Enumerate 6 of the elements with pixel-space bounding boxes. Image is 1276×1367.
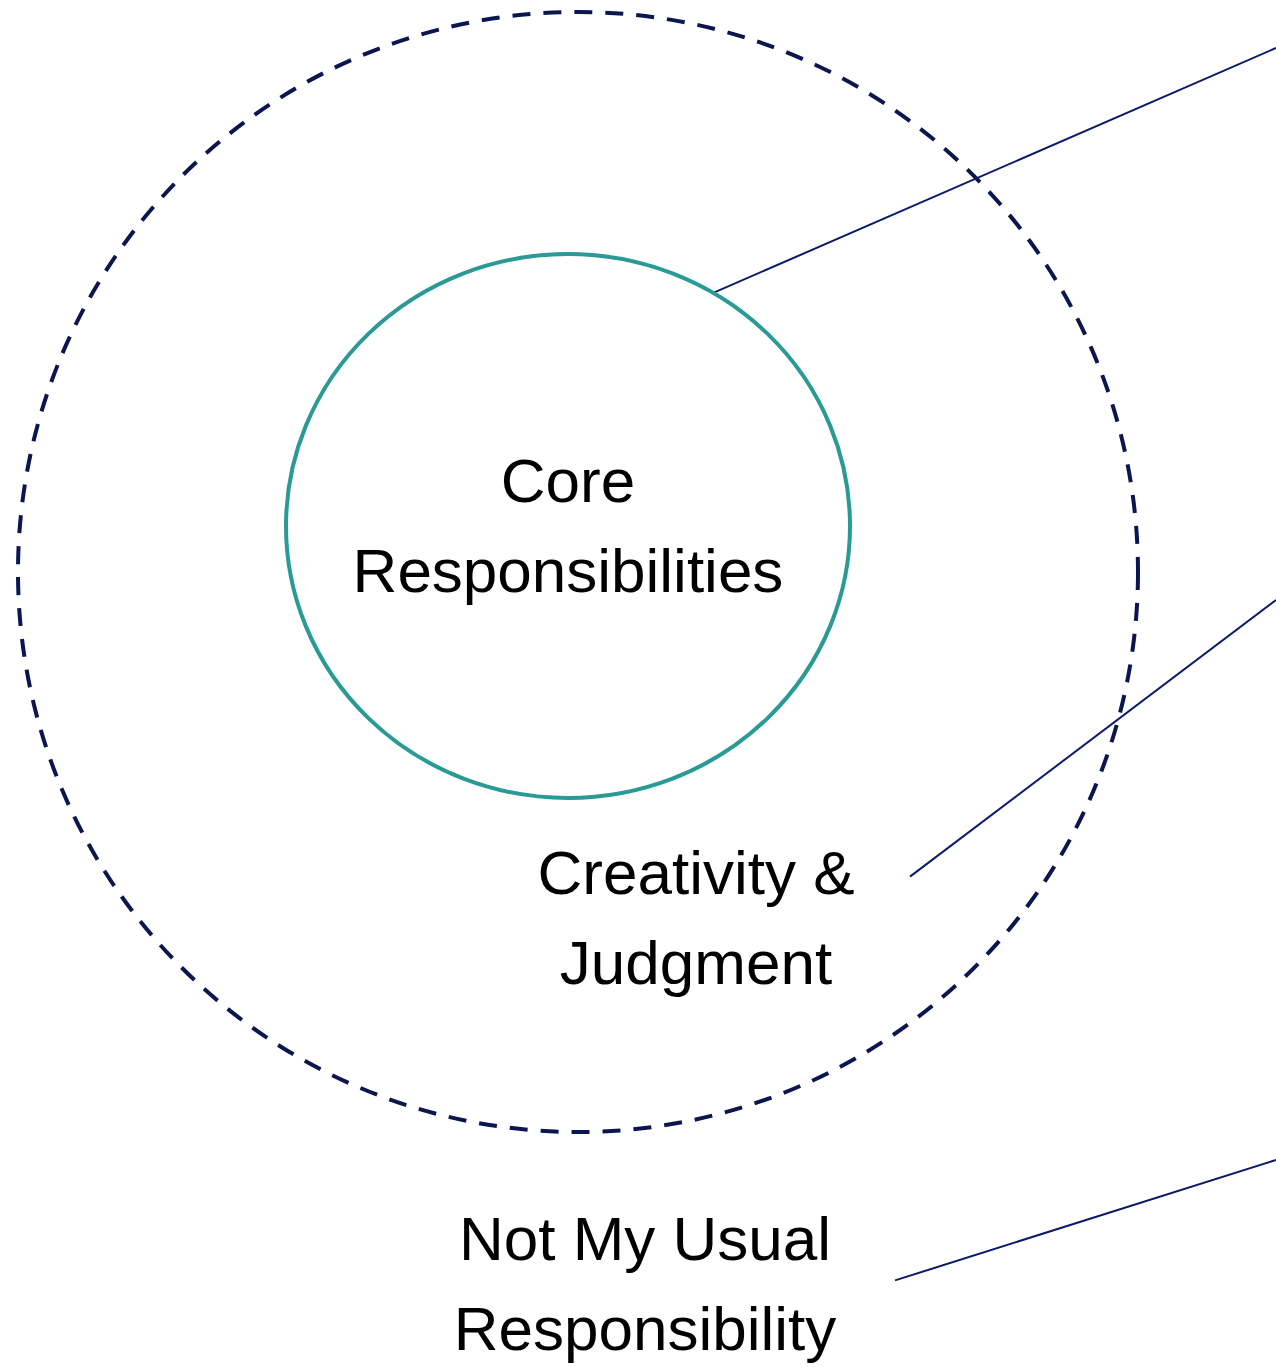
text-label: Not My Usual Responsibility xyxy=(452,1203,838,1365)
leader-line xyxy=(909,599,1276,878)
circle-label: Core Responsibilities xyxy=(351,445,785,607)
leader-line xyxy=(894,1159,1276,1282)
text-label: Creativity & Judgment xyxy=(536,837,856,999)
leader-line xyxy=(712,47,1276,294)
